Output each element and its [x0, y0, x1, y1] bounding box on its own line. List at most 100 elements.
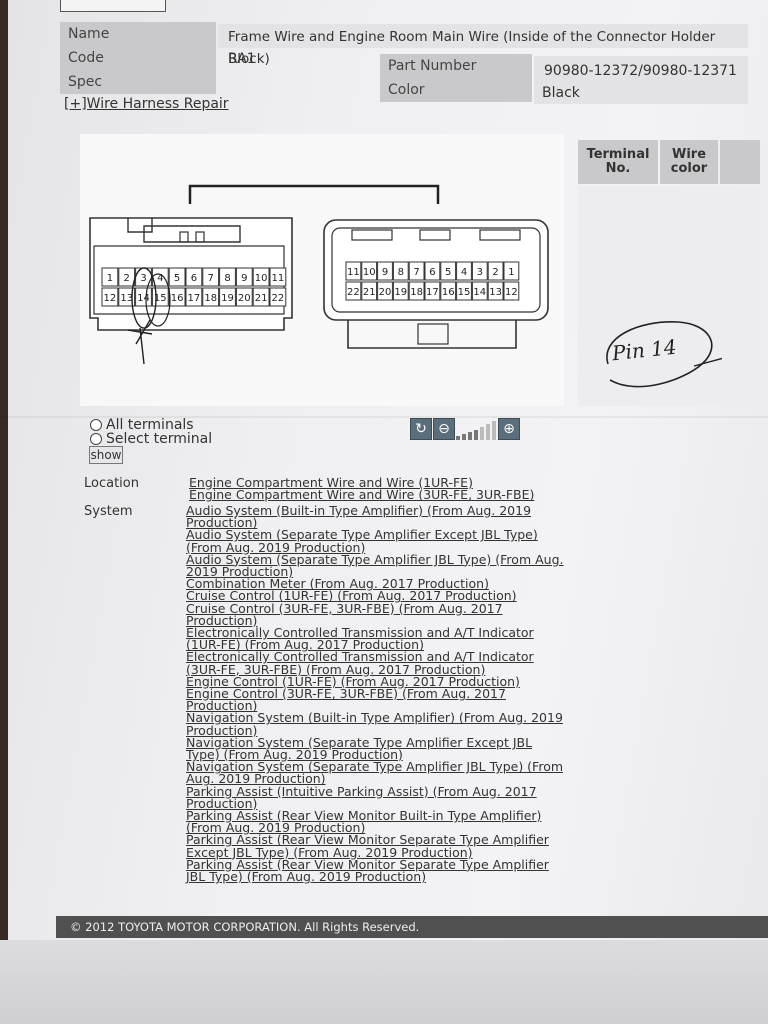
right-pin-cell[interactable]	[456, 281, 472, 301]
right-pin-cell[interactable]	[392, 281, 409, 301]
right-pin-cell[interactable]	[377, 261, 393, 281]
system-label: System	[84, 504, 133, 519]
right-pin-cell[interactable]	[377, 281, 393, 301]
system-link[interactable]: Electronically Controlled Transmission a…	[186, 625, 534, 653]
location-link[interactable]: Engine Compartment Wire and Wire (1UR-FE…	[189, 475, 473, 490]
left-pin-cell[interactable]	[185, 267, 203, 287]
left-pin-cell[interactable]	[135, 287, 152, 307]
system-link[interactable]: Engine Control (1UR-FE) (From Aug. 2017 …	[186, 673, 520, 689]
right-pin-cell[interactable]	[456, 261, 472, 281]
color-value: Black	[542, 85, 580, 101]
pen-circle-mark	[131, 267, 157, 329]
system-link[interactable]: Cruise Control (1UR-FE) (From Aug. 2017 …	[186, 588, 517, 604]
system-link[interactable]: Electronically Controlled Transmission a…	[186, 649, 534, 677]
right-pin-cell[interactable]	[345, 281, 362, 301]
right-pin-cell[interactable]	[408, 261, 425, 281]
right-pin-cell[interactable]	[424, 261, 441, 281]
page-bottom-shadow	[0, 940, 768, 1024]
zoom-level-tick[interactable]	[474, 430, 478, 440]
left-pin-cell[interactable]	[202, 287, 220, 307]
right-pin-number: 22	[347, 287, 360, 298]
left-pin-cell[interactable]	[252, 287, 270, 307]
handwritten-pin-note: Pin 14	[598, 318, 725, 396]
left-pin-cell[interactable]	[269, 267, 287, 287]
system-link[interactable]: Audio System (Separate Type Amplifier Ex…	[186, 527, 538, 555]
right-pin-cell[interactable]	[345, 261, 362, 281]
left-pin-cell[interactable]	[118, 287, 136, 307]
left-pin-cell[interactable]	[219, 287, 236, 307]
all-terminals-radio[interactable]	[90, 419, 102, 431]
zoom-level-tick[interactable]	[468, 432, 472, 440]
left-pin-number: 13	[120, 293, 133, 304]
right-pin-cell[interactable]	[471, 261, 488, 281]
right-pin-number: 18	[410, 287, 423, 298]
left-pin-number: 16	[171, 293, 184, 304]
color-label: Color	[380, 78, 532, 102]
left-pin-cell[interactable]	[168, 287, 186, 307]
system-link[interactable]: Navigation System (Separate Type Amplifi…	[186, 734, 533, 763]
right-pin-cell[interactable]	[361, 261, 378, 281]
color-band	[534, 80, 748, 104]
print-tab	[60, 0, 166, 12]
select-terminal-radio[interactable]	[90, 433, 102, 445]
system-link[interactable]: Parking Assist (Rear View Monitor Separa…	[186, 856, 549, 885]
show-button[interactable]: show	[89, 446, 123, 464]
all-terminals-option[interactable]: All terminals	[90, 417, 194, 433]
left-pin-cell[interactable]	[101, 267, 119, 287]
left-pin-cell[interactable]	[185, 287, 203, 307]
right-pin-number: 15	[458, 287, 471, 298]
system-link[interactable]: Parking Assist (Rear View Monitor Separa…	[186, 832, 549, 860]
left-pin-number: 22	[272, 293, 285, 304]
name-value: Frame Wire and Engine Room Main Wire (In…	[228, 29, 716, 67]
system-link[interactable]: Parking Assist (Intuitive Parking Assist…	[186, 783, 537, 811]
system-link[interactable]: Parking Assist (Rear View Monitor Built-…	[186, 808, 542, 836]
all-terminals-label: All terminals	[106, 417, 194, 433]
right-pin-cell[interactable]	[424, 281, 441, 301]
system-link[interactable]: Navigation System (Built-in Type Amplifi…	[186, 710, 563, 738]
location-link[interactable]: Engine Compartment Wire and Wire (3UR-FE…	[189, 487, 535, 503]
zoom-level-tick[interactable]	[492, 421, 496, 440]
zoom-in-icon[interactable]: ⊕	[498, 418, 520, 440]
left-pin-cell[interactable]	[118, 267, 136, 287]
reset-zoom-icon[interactable]: ↻	[410, 418, 432, 440]
wire-harness-repair-link[interactable]: [+]Wire Harness Repair	[64, 96, 229, 112]
terminal-table-extra-header	[720, 140, 760, 184]
right-pin-cell[interactable]	[487, 281, 504, 301]
right-pin-cell[interactable]	[487, 261, 504, 281]
system-link[interactable]: Engine Control (3UR-FE, 3UR-FBE) (From A…	[186, 686, 506, 714]
system-link[interactable]: Combination Meter (From Aug. 2017 Produc…	[186, 576, 489, 592]
left-pin-number: 3	[140, 273, 146, 284]
right-pin-cell[interactable]	[503, 261, 520, 281]
zoom-level-tick[interactable]	[462, 434, 466, 440]
right-pin-cell[interactable]	[471, 281, 488, 301]
left-pin-cell[interactable]	[168, 267, 186, 287]
system-link[interactable]: Audio System (Built-in Type Amplifier) (…	[186, 503, 532, 531]
right-pin-number: 3	[477, 267, 483, 278]
right-pin-cell[interactable]	[503, 281, 520, 301]
zoom-level-tick[interactable]	[480, 427, 484, 440]
system-link[interactable]: Cruise Control (3UR-FE, 3UR-FBE) (From A…	[186, 600, 503, 628]
left-pin-cell[interactable]	[202, 267, 220, 287]
zoom-control[interactable]: ↻ ⊖ ⊕	[410, 418, 521, 440]
left-pin-cell[interactable]	[269, 287, 287, 307]
right-pin-cell[interactable]	[408, 281, 425, 301]
left-pin-cell[interactable]	[235, 267, 253, 287]
right-pin-cell[interactable]	[440, 261, 457, 281]
left-pin-cell[interactable]	[101, 287, 119, 307]
right-pin-number: 4	[461, 267, 467, 278]
right-pin-cell[interactable]	[361, 281, 378, 301]
right-pin-cell[interactable]	[440, 281, 457, 301]
system-link[interactable]: Audio System (Separate Type Amplifier JB…	[186, 551, 564, 580]
zoom-level-tick[interactable]	[456, 436, 460, 440]
left-pin-number: 8	[224, 273, 230, 284]
right-pin-cell[interactable]	[392, 261, 409, 281]
left-pin-number: 2	[124, 273, 130, 284]
left-pin-cell[interactable]	[252, 267, 270, 287]
select-terminal-option[interactable]: Select terminal	[90, 431, 212, 447]
left-pin-cell[interactable]	[219, 267, 236, 287]
select-terminal-label: Select terminal	[106, 431, 213, 447]
left-pin-cell[interactable]	[235, 287, 253, 307]
system-link[interactable]: Navigation System (Separate Type Amplifi…	[186, 759, 564, 787]
zoom-out-icon[interactable]: ⊖	[433, 418, 455, 440]
zoom-level-tick[interactable]	[486, 424, 490, 440]
